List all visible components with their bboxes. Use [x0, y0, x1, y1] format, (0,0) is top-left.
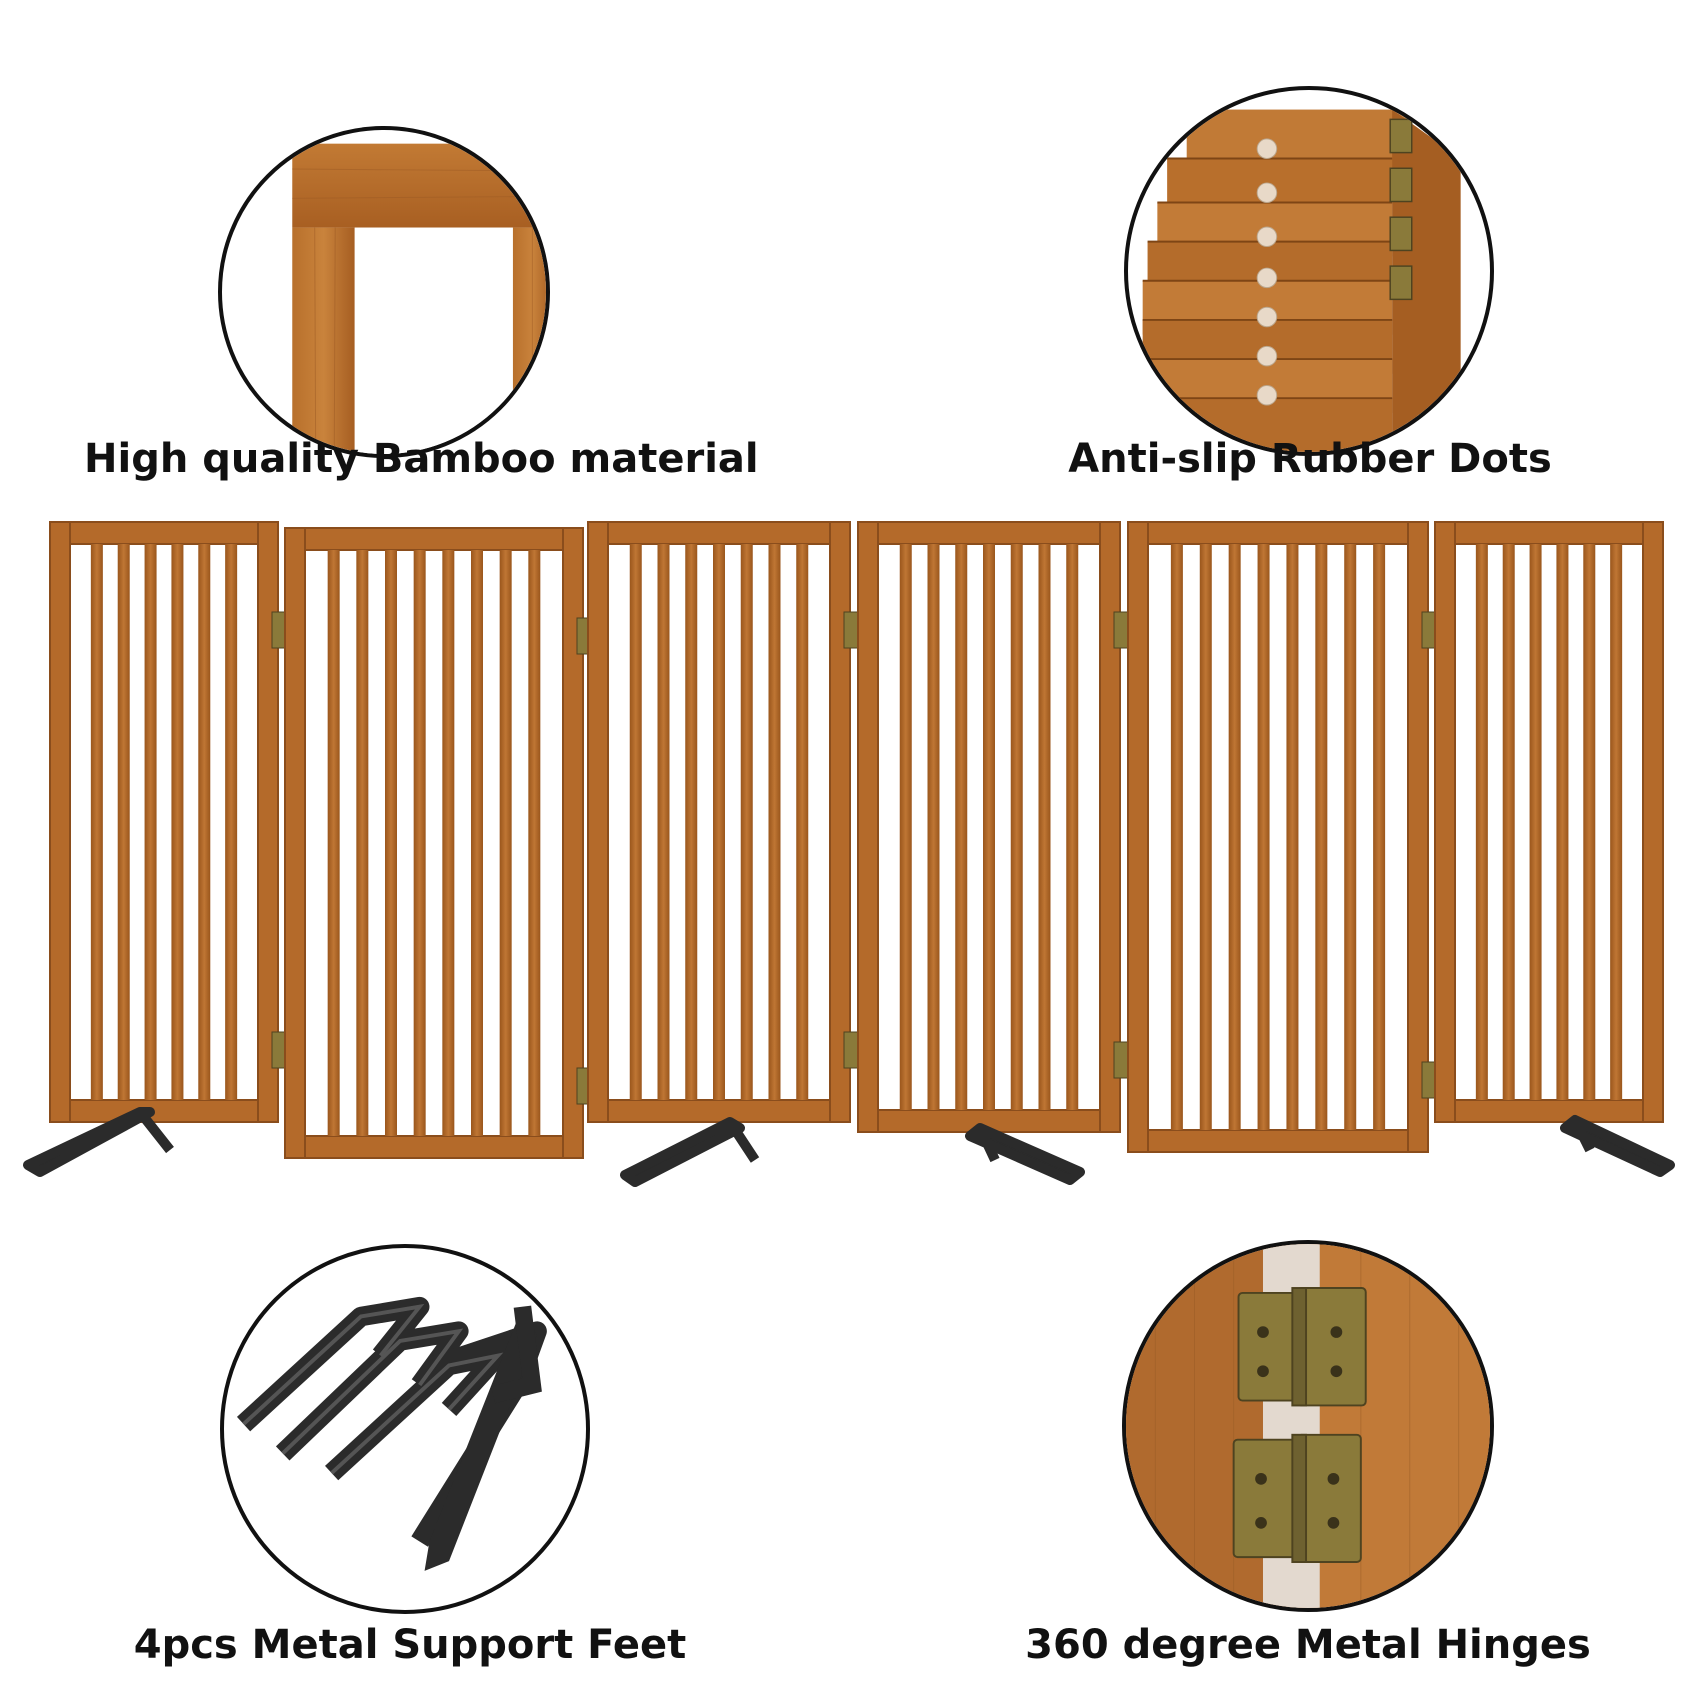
fence-slat — [983, 544, 995, 1110]
fence-slat — [899, 544, 912, 1110]
fence-slat — [1199, 544, 1212, 1130]
support-foot — [965, 1123, 1085, 1185]
fence-slat — [685, 544, 698, 1100]
fence-slat — [1556, 544, 1569, 1100]
rubber-dot — [1256, 182, 1278, 204]
fence-panel — [857, 521, 1121, 1133]
rubber-dot — [1256, 267, 1278, 289]
bamboo-material-caption: High quality Bamboo material — [84, 436, 759, 482]
fence-slat — [768, 544, 781, 1100]
fence-slat — [1066, 544, 1079, 1110]
rubber-dot — [1256, 345, 1278, 367]
bamboo-material-callout — [218, 126, 550, 458]
support-feet-illustration — [236, 1296, 547, 1571]
fence-slat — [955, 544, 968, 1110]
fence-slat — [657, 544, 670, 1100]
support-foot — [23, 1107, 174, 1177]
support-feet-caption: 4pcs Metal Support Feet — [133, 1622, 687, 1668]
fence-slat — [629, 544, 642, 1100]
fence-panel — [49, 521, 279, 1123]
fence-slat — [1010, 544, 1023, 1110]
support-foot — [1560, 1115, 1675, 1177]
stacked-panels-illustration — [1142, 109, 1461, 452]
fence-slat — [1529, 544, 1542, 1100]
rubber-dots-caption: Anti-slip Rubber Dots — [1068, 436, 1552, 482]
fence-slat — [1610, 544, 1623, 1100]
support-foot — [620, 1117, 760, 1187]
fence-slat — [413, 550, 426, 1136]
fence-panel — [1434, 521, 1664, 1123]
folding-fence-illustration — [23, 521, 1675, 1187]
hinges-callout — [1122, 1240, 1494, 1612]
rubber-dot — [1256, 226, 1278, 248]
fence-panel — [1127, 521, 1429, 1153]
fence-slat — [1373, 544, 1386, 1130]
rubber-dots-callout — [1124, 86, 1494, 456]
fence-slat — [1583, 544, 1596, 1100]
rubber-dot — [1256, 138, 1278, 159]
fence-slat — [528, 550, 541, 1136]
fence-slat — [442, 550, 455, 1136]
hinges-illustration — [1126, 1244, 1490, 1608]
support-feet-callout — [220, 1244, 590, 1614]
bamboo-corner-illustration — [292, 143, 546, 454]
fence-slat — [117, 544, 130, 1100]
rubber-dot — [1256, 306, 1278, 328]
fence-panel — [587, 521, 851, 1123]
fence-slat — [471, 550, 483, 1136]
fence-slat — [385, 550, 397, 1136]
fence-slat — [198, 544, 211, 1100]
fence-slat — [327, 550, 340, 1136]
fence-slat — [1038, 544, 1051, 1110]
fence-slat — [1344, 544, 1357, 1130]
fence-slat — [1257, 544, 1270, 1130]
fence-slat — [144, 544, 157, 1100]
hinges-caption: 360 degree Metal Hinges — [1025, 1622, 1591, 1668]
hinge-leaf — [1237, 1291, 1299, 1402]
fence-slat — [740, 544, 753, 1100]
hinge-leaf — [1232, 1438, 1299, 1559]
fence-slat — [1475, 544, 1488, 1100]
fence-slat — [356, 550, 369, 1136]
fence-slat — [1315, 544, 1328, 1130]
fence-slat — [90, 544, 103, 1100]
fence-slat — [1286, 544, 1299, 1130]
hinge-leaf — [1296, 1287, 1367, 1407]
fence-slat — [499, 550, 512, 1136]
fence-slat — [1170, 544, 1183, 1130]
rubber-dot — [1256, 384, 1278, 406]
fence-slat — [927, 544, 940, 1110]
fence-slat — [1228, 544, 1241, 1130]
fence-slat — [225, 544, 238, 1100]
fence-slat — [171, 544, 184, 1100]
fence-slat — [796, 544, 809, 1100]
fence-panel — [284, 527, 584, 1159]
fence-slat — [713, 544, 725, 1100]
fence-slat — [1502, 544, 1515, 1100]
